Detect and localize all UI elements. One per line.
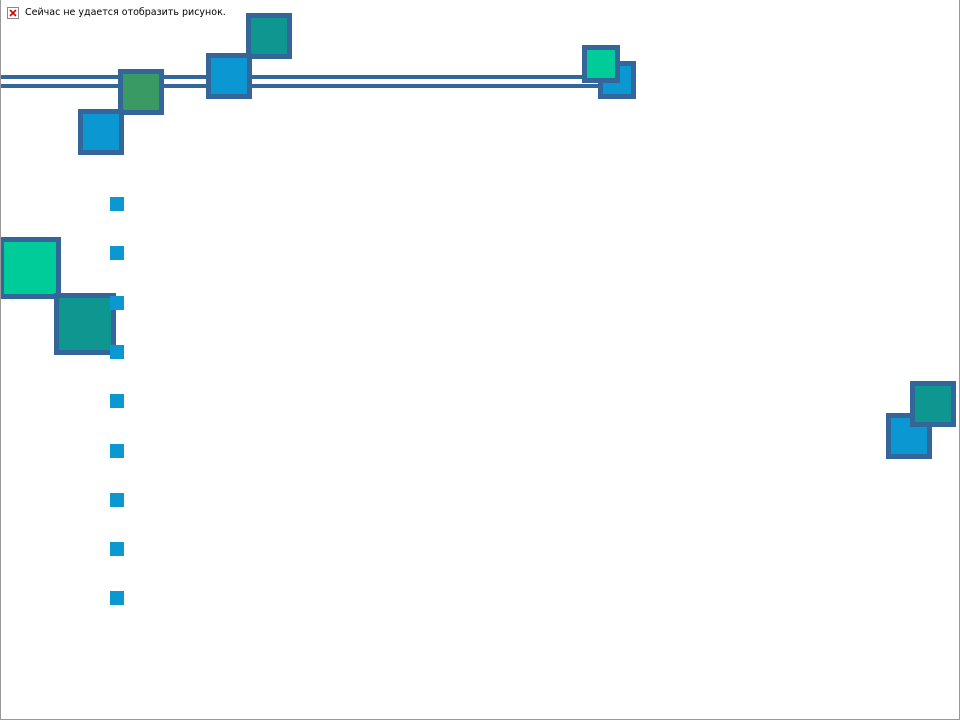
bullet-marker bbox=[110, 246, 124, 261]
bullet-marker bbox=[110, 492, 124, 507]
bullet-marker bbox=[110, 591, 124, 606]
decorative-square-mint-large bbox=[1, 237, 61, 299]
missing-picture-text: Сейчас не удается отобразить рисунок. bbox=[25, 7, 226, 18]
bullet-marker bbox=[110, 443, 124, 458]
decorative-square-blue-left bbox=[78, 109, 124, 155]
bullet-marker bbox=[110, 197, 124, 211]
decorative-line-top bbox=[1, 75, 621, 79]
bullet-marker bbox=[110, 344, 124, 359]
decorative-square-teal-large bbox=[54, 293, 116, 355]
decorative-line-bottom bbox=[1, 84, 621, 88]
decorative-square-green bbox=[118, 69, 164, 115]
bullet-marker bbox=[110, 394, 124, 409]
decorative-square-mint-small bbox=[582, 45, 620, 83]
broken-image-icon bbox=[7, 7, 19, 19]
bullet-marker bbox=[110, 542, 124, 557]
decorative-square-teal-far-right bbox=[910, 381, 956, 427]
missing-picture-placeholder: Сейчас не удается отобразить рисунок. bbox=[7, 6, 226, 20]
decorative-square-teal-top bbox=[246, 13, 292, 59]
decorative-square-blue-mid bbox=[206, 53, 252, 99]
bullet-marker bbox=[110, 295, 124, 310]
